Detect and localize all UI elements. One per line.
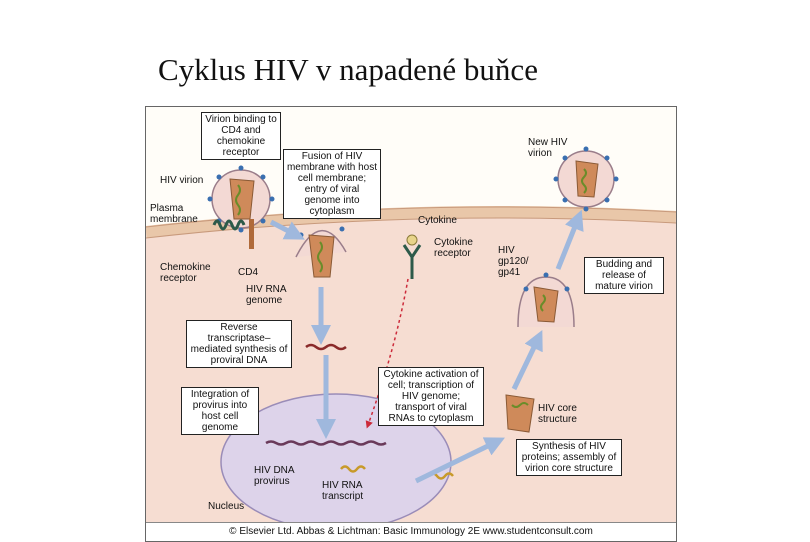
label-cytokine-receptor: Cytokine receptor <box>434 237 473 259</box>
label-hiv-dna-provirus: HIV DNA provirus <box>254 465 295 487</box>
box-protein-synthesis: Synthesis of HIV proteins; assembly of v… <box>516 439 622 476</box>
label-hiv-rna-transcript: HIV RNA transcript <box>322 480 364 502</box>
label-chemokine-receptor: Chemokine receptor <box>160 262 211 284</box>
label-cd4: CD4 <box>238 267 259 278</box>
copyright-footer: © Elsevier Ltd. Abbas & Lichtman: Basic … <box>146 522 676 541</box>
arrow-to-release <box>555 209 584 270</box>
slide-title: Cyklus HIV v napadené buňce <box>158 52 538 87</box>
label-hiv-rna-genome: HIV RNA genome <box>246 284 287 306</box>
arrow-to-core <box>511 329 543 391</box>
cytokine-icon <box>406 234 418 246</box>
box-budding: Budding and release of mature virion <box>584 257 664 294</box>
label-gp120-gp41: HIV gp120/ gp41 <box>498 245 529 278</box>
label-hiv-virion: HIV virion <box>160 175 204 186</box>
arrow-binding-to-fusion <box>269 219 305 240</box>
rna-transcript-icon <box>340 465 366 473</box>
new-virion-icon <box>553 146 619 212</box>
label-plasma-membrane: Plasma membrane <box>150 203 198 225</box>
proviral-dna-icon <box>305 343 347 351</box>
label-new-virion: New HIV virion <box>528 137 568 159</box>
host-dna-icon <box>265 440 387 446</box>
box-fusion: Fusion of HIV membrane with host cell me… <box>283 149 381 219</box>
chemokine-receptor-icon <box>212 219 246 231</box>
box-cytokine-activation: Cytokine activation of cell; transcripti… <box>378 367 484 426</box>
box-virion-binding: Virion binding to CD4 and chemokine rece… <box>201 112 281 160</box>
arrow-export <box>414 437 505 484</box>
label-nucleus: Nucleus <box>208 501 245 512</box>
core-structure-icon <box>505 394 535 433</box>
signal-arrow <box>365 278 409 429</box>
cytokine-receptor-icon <box>402 244 422 279</box>
box-integration: Integration of provirus into host cell g… <box>181 387 259 435</box>
box-reverse-transcription: Reverse transcriptase–mediated synthesis… <box>186 320 292 368</box>
label-cytokine: Cytokine <box>418 215 457 226</box>
label-core-structure: HIV core structure <box>538 403 577 425</box>
hiv-life-cycle-figure: Virion binding to CD4 and chemokine rece… <box>145 106 677 542</box>
budding-virion-icon <box>517 272 575 328</box>
cd4-icon <box>249 219 254 249</box>
